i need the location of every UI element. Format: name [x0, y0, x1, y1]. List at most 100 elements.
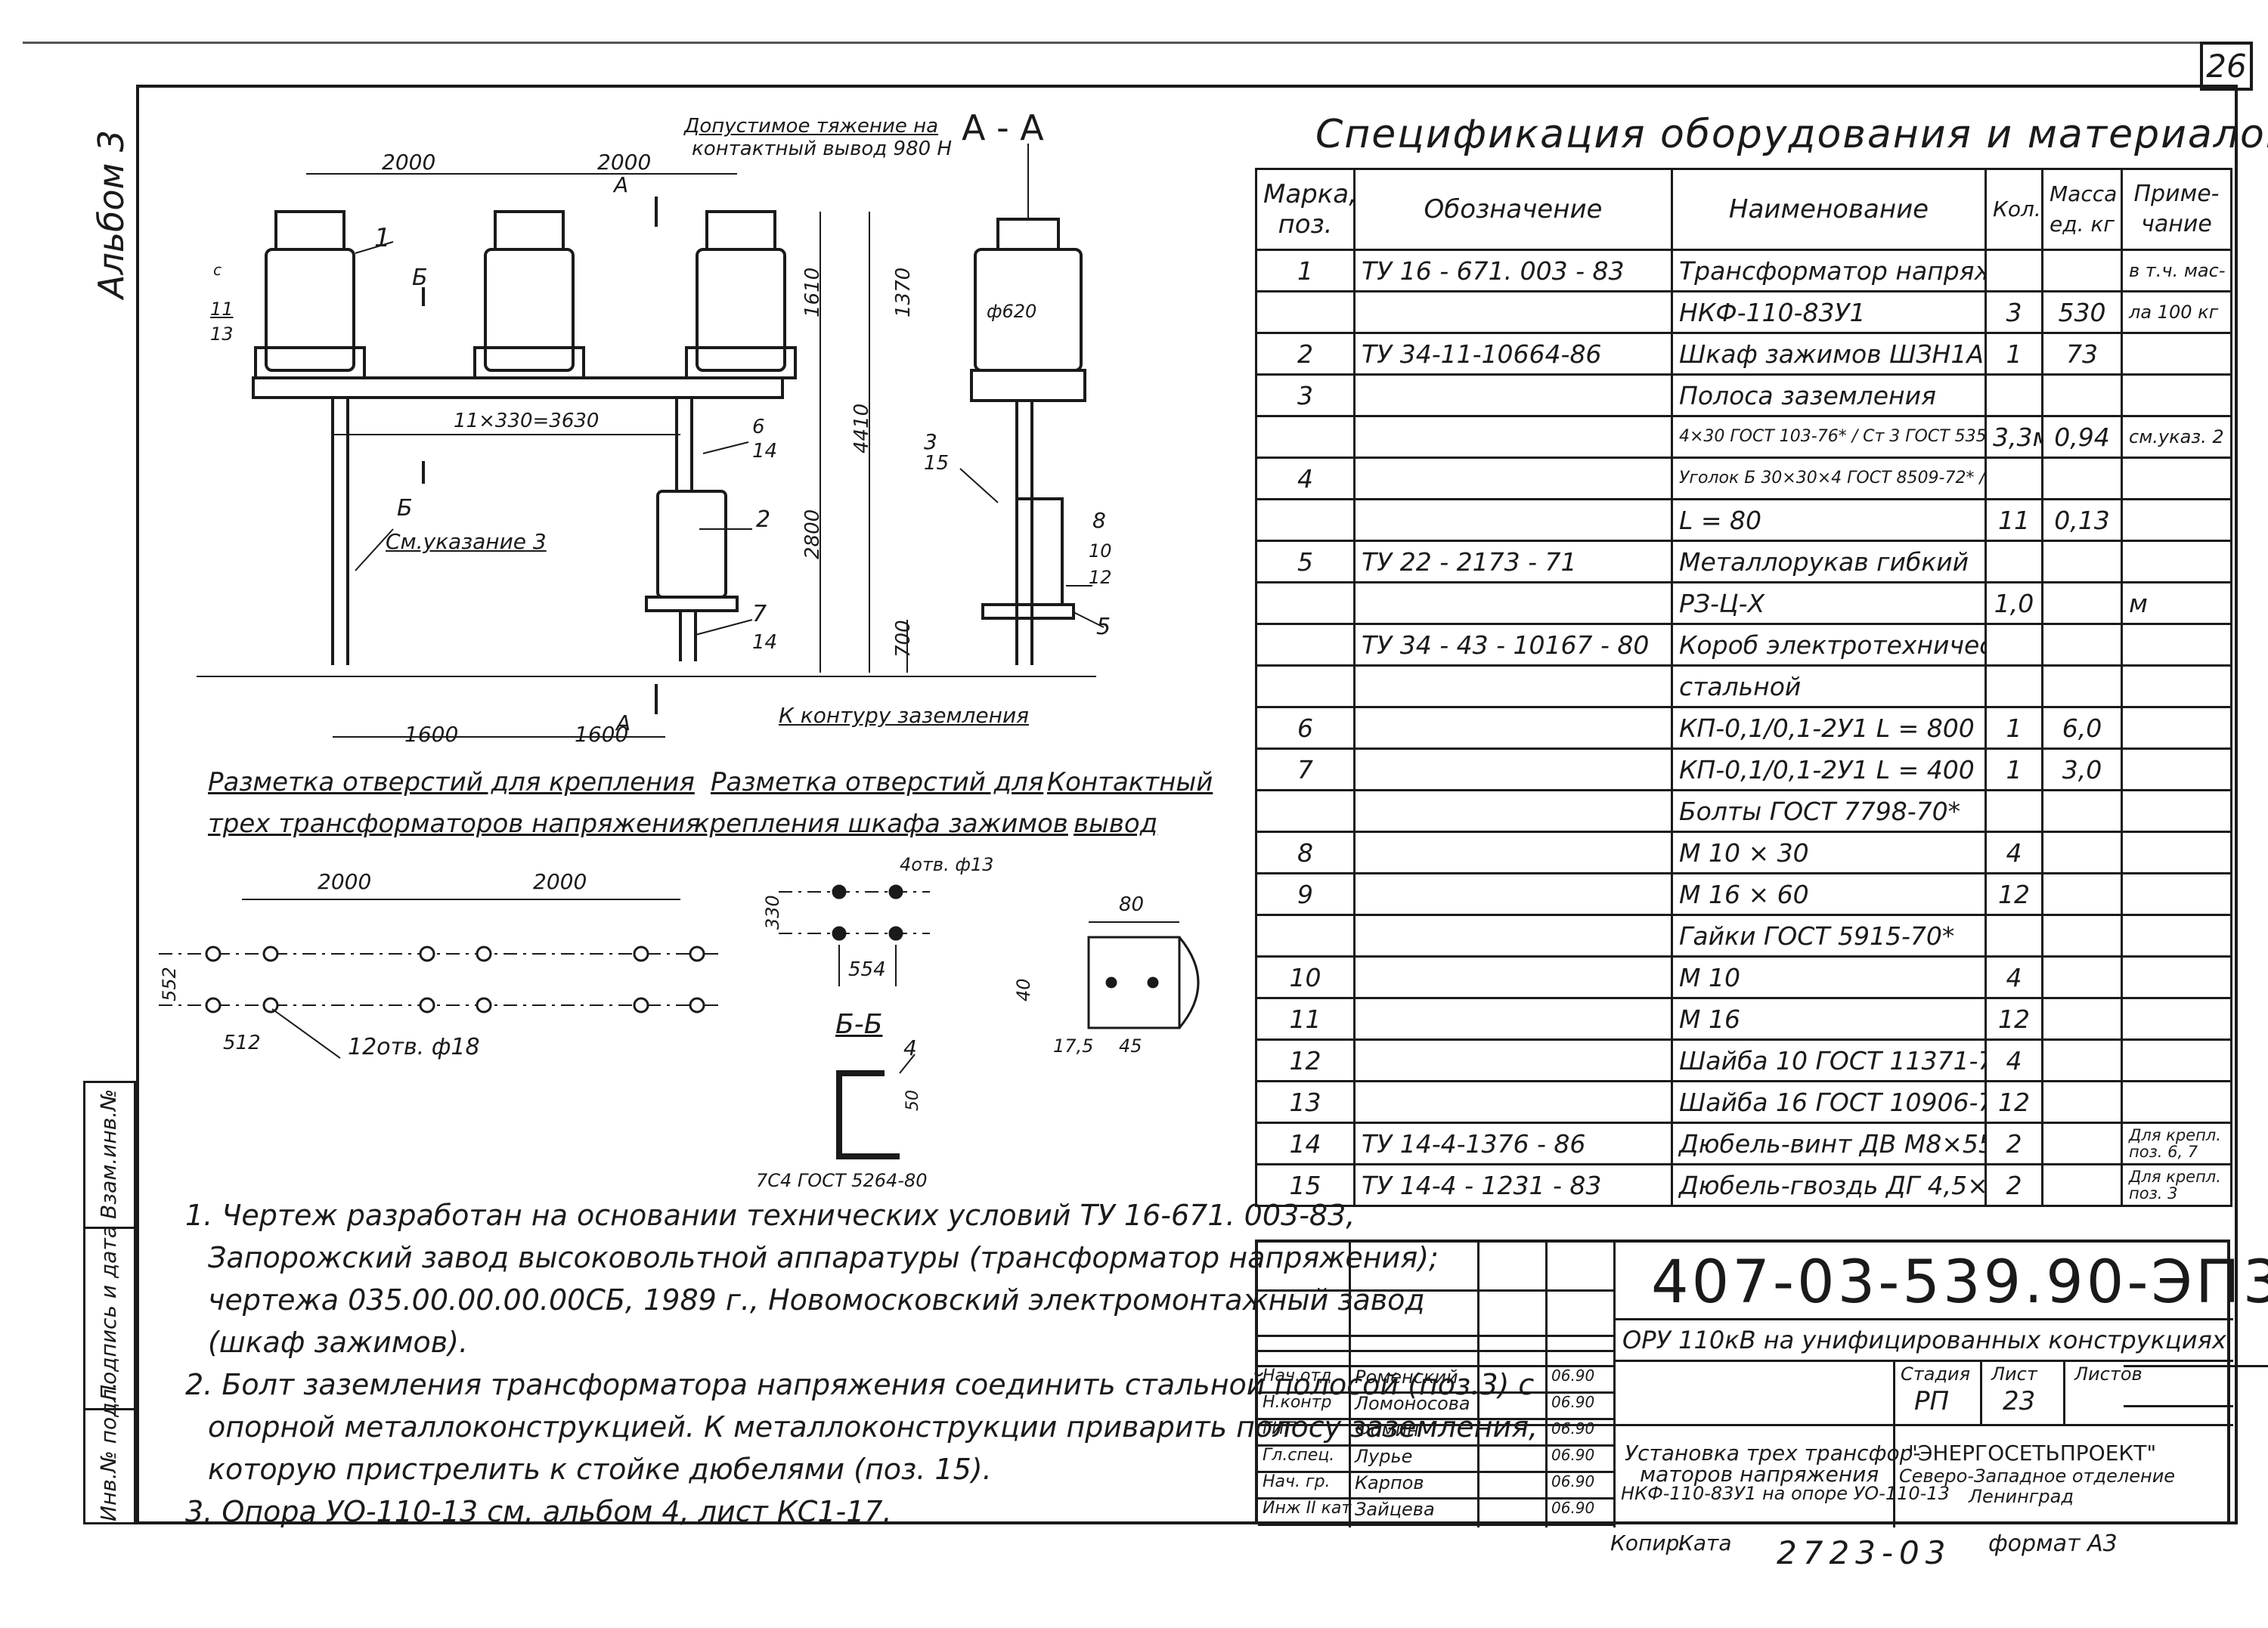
spec-cell-note [2121, 540, 2232, 583]
spec-cell-kol [1984, 457, 2043, 500]
approval-date: 06.90 [1551, 1419, 1595, 1438]
approval-name: Карпов [1355, 1472, 1424, 1493]
spec-cell-note [2121, 1038, 2232, 1082]
spec-cell-pos: 5 [1255, 540, 1356, 583]
spec-cell-pos [1255, 789, 1356, 833]
section-b-top: Б [412, 265, 428, 291]
spec-cell-oboz [1353, 872, 1673, 916]
bb-callout-4: 4 [903, 1035, 917, 1060]
spec-row: 4×30 ГОСТ 103-76* / Ст 3 ГОСТ 535-883,3м… [1255, 415, 2232, 459]
razm1-title-line1: Разметка отверстий для крепления [208, 767, 695, 797]
spec-cell-note: Для крепл. поз. 6, 7 [2121, 1122, 2232, 1165]
spec-cell-oboz [1353, 664, 1673, 708]
spec-cell-kol: 12 [1984, 872, 2043, 916]
spec-cell-note [2121, 664, 2232, 708]
sheet-value: 23 [2003, 1386, 2036, 1416]
spec-cell-mass [2041, 872, 2123, 916]
spec-cell-oboz: ТУ 14-4 - 1231 - 83 [1353, 1163, 1673, 1207]
section-aa-label: А - А [962, 107, 1044, 148]
spec-cell-oboz [1353, 706, 1673, 750]
spec-cell-note [2121, 747, 2232, 791]
spec-cell-name: Шайба 16 ГОСТ 10906-78* [1671, 1080, 1987, 1124]
spec-cell-mass: 0,94 [2041, 415, 2123, 459]
spec-cell-mass [2041, 997, 2123, 1041]
spec-cell-pos [1255, 290, 1356, 334]
footer-format: формат А3 [1988, 1531, 2118, 1557]
spec-cell-pos: 3 [1255, 373, 1356, 417]
spec-cell-oboz: ТУ 34-11-10664-86 [1353, 332, 1673, 376]
spec-cell-name: КП-0,1/0,1-2У1 L = 800 [1671, 706, 1987, 750]
spec-cell-note [2121, 332, 2232, 376]
spec-cell-note [2121, 373, 2232, 417]
spec-cell-note [2121, 955, 2232, 999]
approval-name: Роменский [1355, 1366, 1458, 1388]
spec-cell-kol: 1 [1984, 747, 2043, 791]
section-a-bottom: А [616, 710, 631, 735]
spec-cell-kol: 11 [1984, 498, 2043, 542]
kontakt-dim-45: 45 [1119, 1035, 1142, 1057]
spec-cell-kol: 4 [1984, 831, 2043, 874]
razm2-title-line1: Разметка отверстий для [711, 767, 1044, 797]
spec-cell-pos [1255, 581, 1356, 625]
spec-cell-oboz [1353, 373, 1673, 417]
sheet-title-line3: НКФ-110-83У1 на опоре УО-110-13 [1621, 1483, 1950, 1504]
approval-role: ГИП [1263, 1419, 1297, 1438]
marking-dim-2000-b: 2000 [533, 869, 587, 894]
spec-cell-oboz [1353, 747, 1673, 791]
spec-cell-pos: 6 [1255, 706, 1356, 750]
spec-cell-mass [2041, 623, 2123, 667]
tension-note-line1: Допустимое тяжение на [684, 115, 939, 138]
spec-cell-oboz [1353, 831, 1673, 874]
spec-row: Гайки ГОСТ 5915-70* [1255, 914, 2232, 958]
spec-cell-mass [2041, 373, 2123, 417]
spec-cell-oboz [1353, 581, 1673, 625]
spec-cell-pos: 9 [1255, 872, 1356, 916]
spec-cell-note: м [2121, 581, 2232, 625]
bb-channel-label: 7С4 ГОСТ 5264-80 [756, 1170, 928, 1191]
callout-14-b: 14 [752, 631, 778, 654]
spec-cell-mass [2041, 1163, 2123, 1207]
spec-cell-mass: 530 [2041, 290, 2123, 334]
spec-cell-mass [2041, 1122, 2123, 1165]
spec-cell-mass [2041, 664, 2123, 708]
strip-inv-podl: Инв.№ подл. [96, 1382, 121, 1521]
dim-2000-b: 2000 [597, 150, 652, 175]
spec-cell-kol: 4 [1984, 1038, 2043, 1082]
approval-row-divider [1258, 1524, 1613, 1526]
spec-cell-note [2121, 498, 2232, 542]
dim-2000-a: 2000 [382, 150, 436, 175]
approval-row-divider [1258, 1497, 1613, 1500]
kontakt-dim-17-5: 17,5 [1053, 1035, 1094, 1057]
note-line: (шкаф зажимов). [208, 1326, 469, 1359]
approval-name: Ломоносова [1355, 1393, 1470, 1414]
sheet-label: Лист [1991, 1363, 2037, 1385]
spec-cell-oboz [1353, 789, 1673, 833]
dim-1600-b: 1600 [575, 722, 629, 747]
spec-cell-name: М 10 × 30 [1671, 831, 1987, 874]
title-block: 407-03-539.90-ЭП3 ОРУ 110кВ на унифициро… [1255, 1240, 2268, 1527]
spec-cell-mass [2041, 540, 2123, 583]
spec-cell-mass: 3,0 [2041, 747, 2123, 791]
spec-cell-kol: 2 [1984, 1163, 2043, 1207]
spec-cell-name: Полоса заземления [1671, 373, 1987, 417]
spec-cell-mass [2041, 831, 2123, 874]
spec-cell-oboz [1353, 415, 1673, 459]
approval-role: Нач. гр. [1263, 1472, 1331, 1491]
spec-cell-name: М 16 [1671, 997, 1987, 1041]
spec-cell-name: Металлорукав гибкий [1671, 540, 1987, 583]
approval-name: Зайцева [1355, 1499, 1435, 1520]
callout-c: с [213, 261, 222, 279]
spec-cell-kol [1984, 540, 2043, 583]
doc-code: 407-03-539.90-ЭП3 [1651, 1249, 2268, 1317]
spec-cell-kol [1984, 373, 2043, 417]
spec-cell-note [2121, 1080, 2232, 1124]
marking-dim-554: 554 [848, 958, 886, 981]
approval-row-divider [1258, 1418, 1613, 1420]
